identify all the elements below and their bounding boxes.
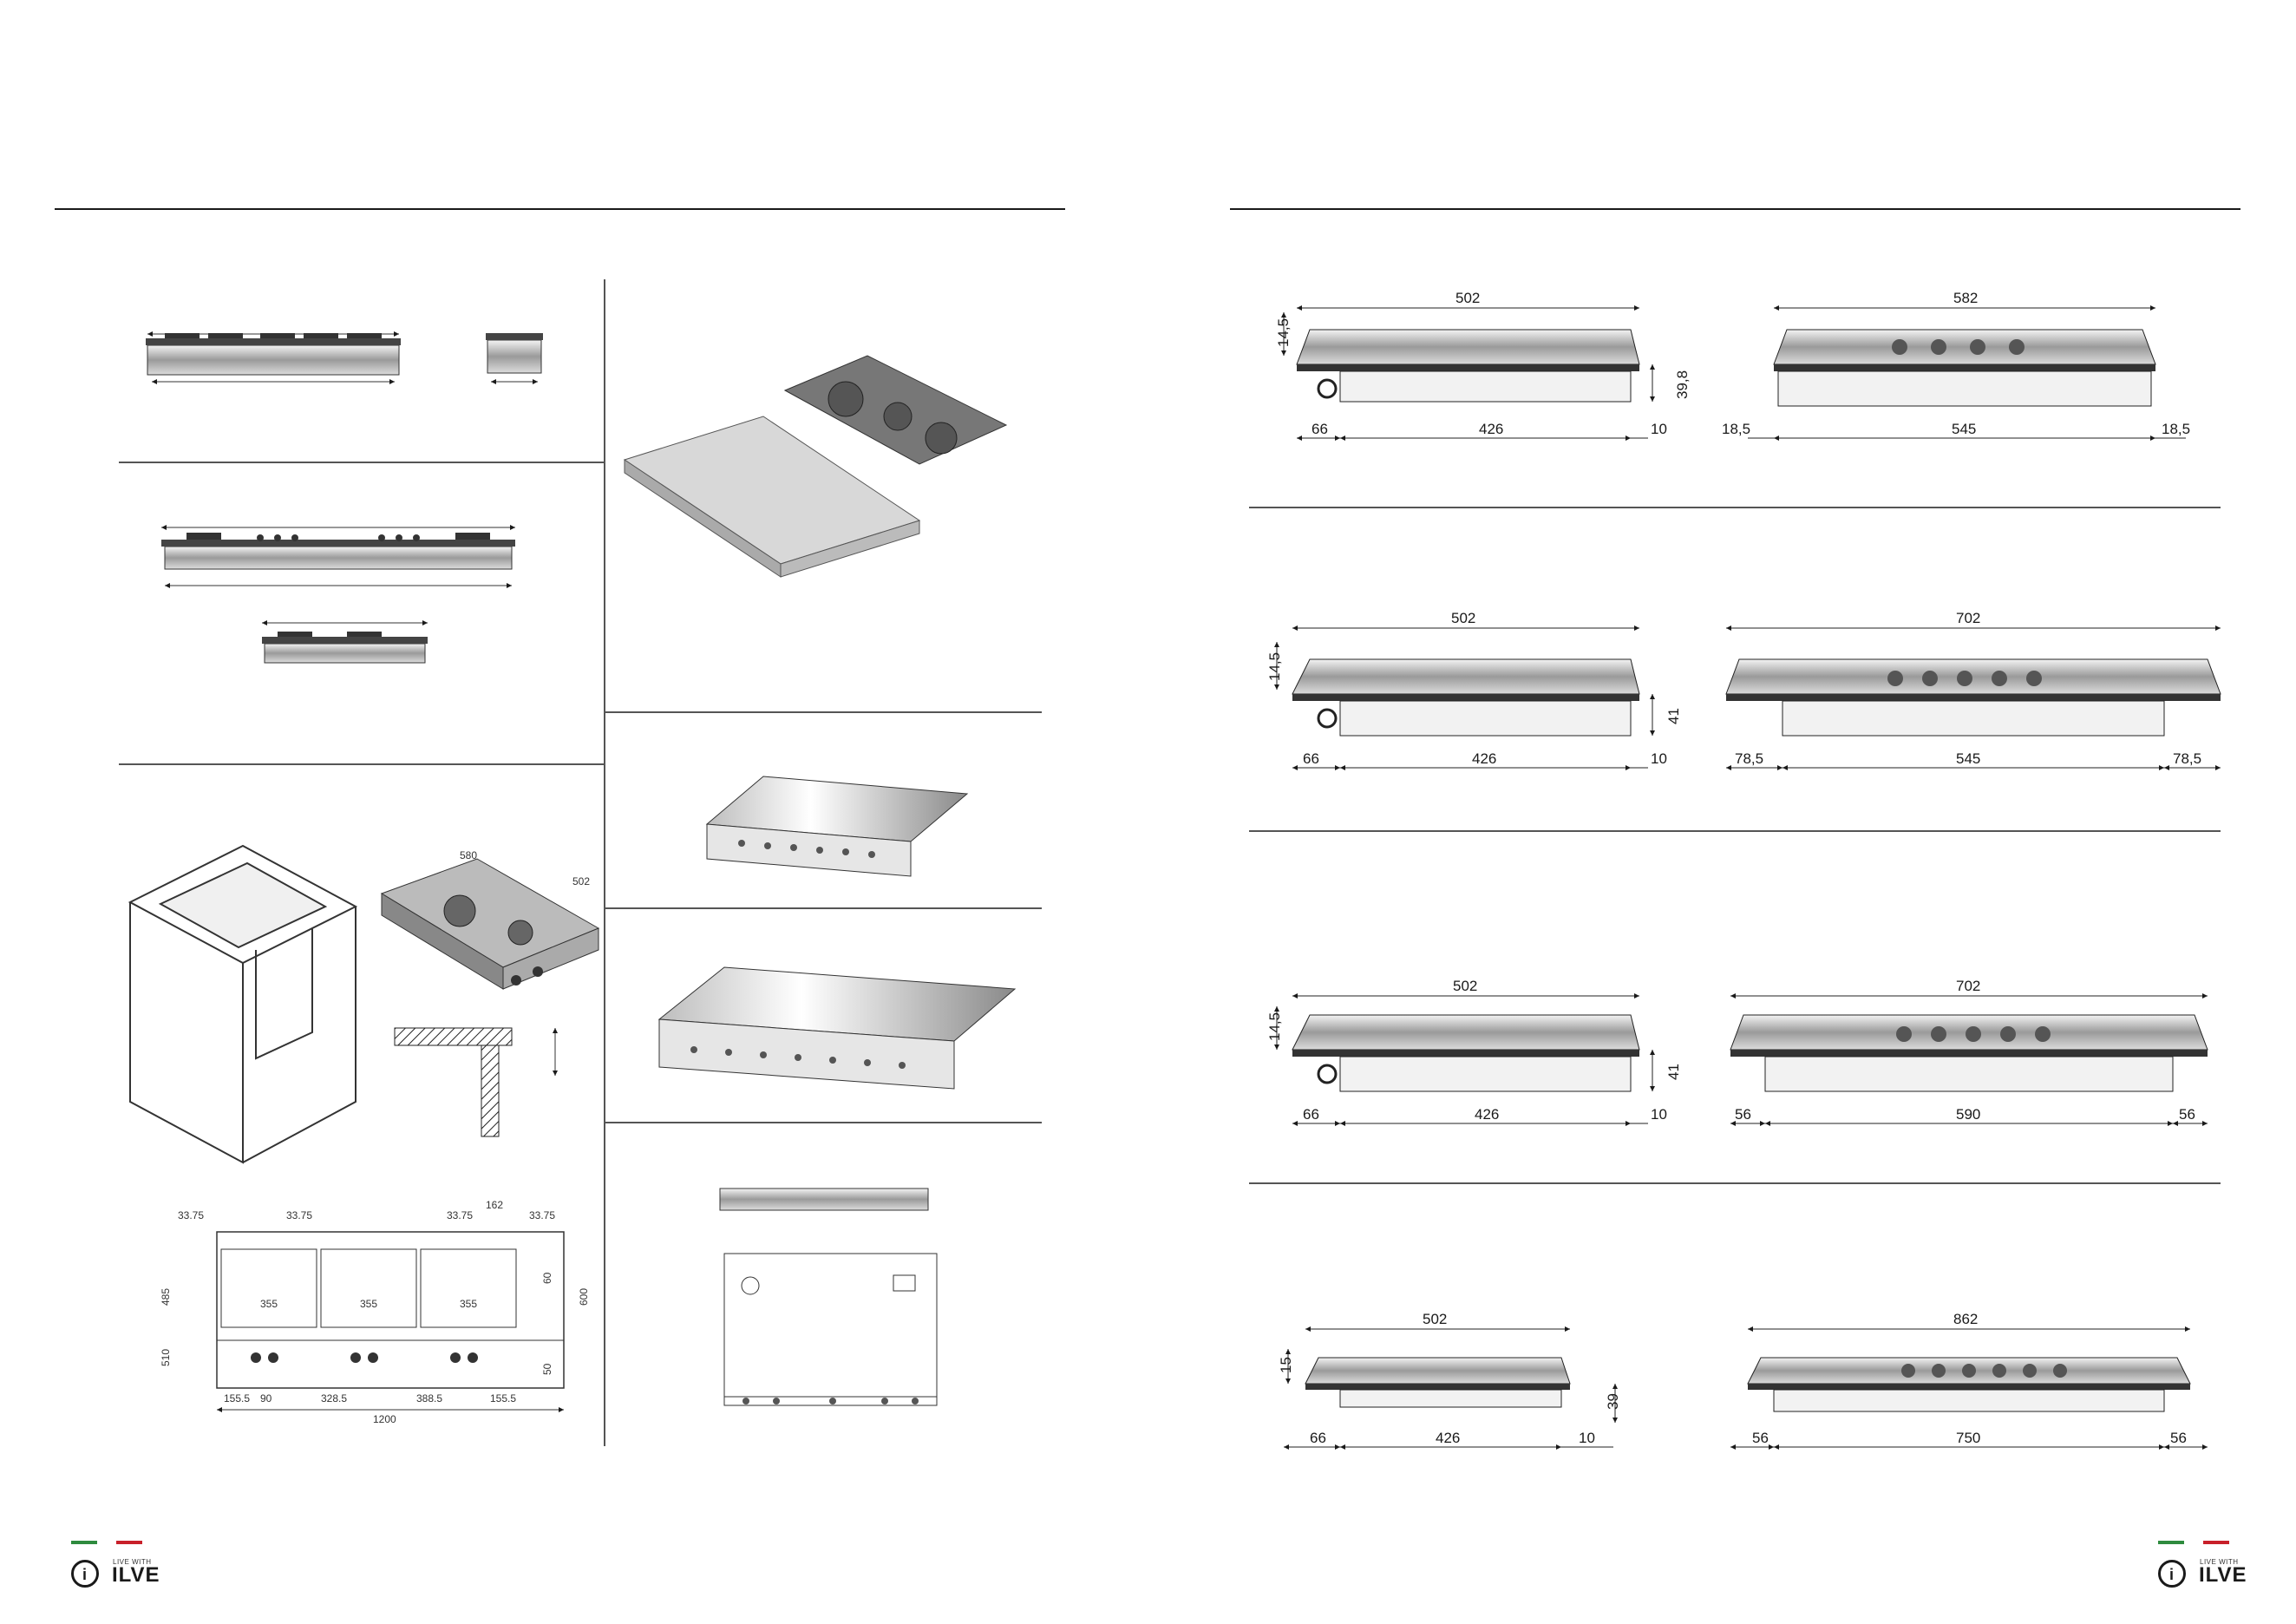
cut-dim-bottom-3: 328.5 [321, 1392, 347, 1405]
row2-side-b1: 66 [1303, 750, 1319, 767]
cut-right-h-3: 50 [541, 1363, 553, 1375]
row4-side-b2: 426 [1436, 1430, 1460, 1446]
cut-dim-top-1: 33.75 [178, 1209, 204, 1221]
row2-side-left-h: 14,5 [1266, 652, 1283, 681]
row3-front-b2: 590 [1956, 1106, 1980, 1123]
worktop-section-detail [395, 1028, 555, 1136]
row1-front-top: 582 [1953, 290, 1978, 306]
row2-side-b2: 426 [1472, 750, 1496, 767]
row2-front-view: 702 78,5 545 78,5 [1726, 610, 2221, 768]
row3-side-b2: 426 [1475, 1106, 1499, 1123]
row2-side-top: 502 [1451, 610, 1475, 626]
ilve-logo-right: i LIVE WITH ILVE [2158, 1541, 2262, 1593]
cut-dim-top-3: 33.75 [447, 1209, 473, 1221]
cutout-plan-drawing: 33.75 33.75 33.75 33.75 162 355 355 355 … [160, 1199, 590, 1425]
ilve-mark-icon: i [2158, 1560, 2186, 1588]
row4-side-top: 502 [1423, 1311, 1447, 1327]
row4-side-b1: 66 [1310, 1430, 1326, 1446]
row3-side-b1: 66 [1303, 1106, 1319, 1123]
cut-right-h-2: 600 [578, 1288, 590, 1306]
plan-drawing-bottom [720, 1189, 937, 1405]
cut-dim-inner-2: 355 [360, 1298, 377, 1310]
row3-front-b1: 56 [1735, 1106, 1751, 1123]
cut-dim-bottom-1: 155.5 [224, 1392, 250, 1405]
griddle-isometric-1 [707, 776, 967, 876]
row4-front-view: 862 56 750 56 [1730, 1311, 2208, 1447]
row3-front-view: 702 56 590 56 [1730, 978, 2208, 1123]
cut-dim-top-4: 33.75 [529, 1209, 555, 1221]
row1-side-b1: 66 [1312, 421, 1328, 437]
row2-front-b3: 78,5 [2173, 750, 2201, 767]
row1-side-top: 502 [1455, 290, 1480, 306]
row1-front-view: 582 18,5 545 18,5 [1722, 290, 2190, 438]
row2-side-b3: 10 [1651, 750, 1667, 767]
row1-front-b2: 545 [1952, 421, 1976, 437]
flag-green [2158, 1541, 2184, 1544]
logo-wordmark: ILVE [112, 1563, 160, 1588]
row2-side-right-h: 41 [1665, 708, 1682, 724]
hob-front-view-small [146, 333, 543, 382]
hob-front-view-long [161, 527, 515, 663]
row1-side-b2: 426 [1479, 421, 1503, 437]
row4-side-right-h: 39 [1605, 1393, 1621, 1410]
row3-front-b3: 56 [2179, 1106, 2195, 1123]
flag-red [116, 1541, 142, 1544]
row1-side-right-h: 39,8 [1674, 370, 1691, 399]
cut-dim-note: 162 [486, 1199, 503, 1211]
flag-red [2203, 1541, 2229, 1544]
row2-side-view: 502 14,5 41 66 426 10 [1266, 610, 1682, 768]
row2-front-top: 702 [1956, 610, 1980, 626]
row4-front-b1: 56 [1752, 1430, 1769, 1446]
countertop-isometric [625, 356, 1006, 577]
row1-side-b3: 10 [1651, 421, 1667, 437]
hob-isometric-with-knobs: 580 502 [382, 849, 599, 989]
row4-side-b3: 10 [1579, 1430, 1595, 1446]
cut-dim-bottom-5: 155.5 [490, 1392, 516, 1405]
cut-left-h-1: 485 [160, 1288, 172, 1306]
iso-label-1: 580 [460, 849, 477, 861]
row3-side-b3: 10 [1651, 1106, 1667, 1123]
ilve-logo-left: i LIVE WITH ILVE [71, 1541, 175, 1593]
cut-left-h-2: 510 [160, 1349, 172, 1366]
row1-front-b1: 18,5 [1722, 421, 1750, 437]
row3-side-top: 502 [1453, 978, 1477, 994]
cut-dim-inner-3: 355 [460, 1298, 477, 1310]
row3-side-right-h: 41 [1665, 1064, 1682, 1080]
row4-side-left-h: 15 [1278, 1357, 1294, 1373]
ilve-mark-icon: i [71, 1560, 99, 1588]
cut-total-width: 1200 [373, 1413, 396, 1425]
cut-dim-inner-1: 355 [260, 1298, 278, 1310]
cut-dim-top-2: 33.75 [286, 1209, 312, 1221]
cabinet-isometric [130, 846, 356, 1162]
row3-side-left-h: 14,5 [1266, 1012, 1283, 1041]
iso-label-2: 502 [572, 875, 590, 887]
row4-side-view: 502 15 39 66 426 10 [1278, 1311, 1621, 1447]
row4-front-top: 862 [1953, 1311, 1978, 1327]
griddle-isometric-2 [659, 967, 1015, 1089]
flag-green [71, 1541, 97, 1544]
logo-wordmark: ILVE [2199, 1563, 2247, 1588]
row3-front-top: 702 [1956, 978, 1980, 994]
row1-side-view: 502 14,5 39,8 66 426 10 [1275, 290, 1691, 438]
row2-front-b2: 545 [1956, 750, 1980, 767]
row1-side-left-h: 14,5 [1275, 318, 1292, 347]
row4-front-b2: 750 [1956, 1430, 1980, 1446]
cut-right-h-1: 60 [541, 1272, 553, 1284]
row2-front-b1: 78,5 [1735, 750, 1763, 767]
row4-front-b3: 56 [2170, 1430, 2187, 1446]
cut-dim-bottom-2: 90 [260, 1392, 272, 1405]
cut-dim-bottom-4: 388.5 [416, 1392, 442, 1405]
row1-front-b3: 18,5 [2162, 421, 2190, 437]
row3-side-view: 502 14,5 41 66 426 10 [1266, 978, 1682, 1123]
